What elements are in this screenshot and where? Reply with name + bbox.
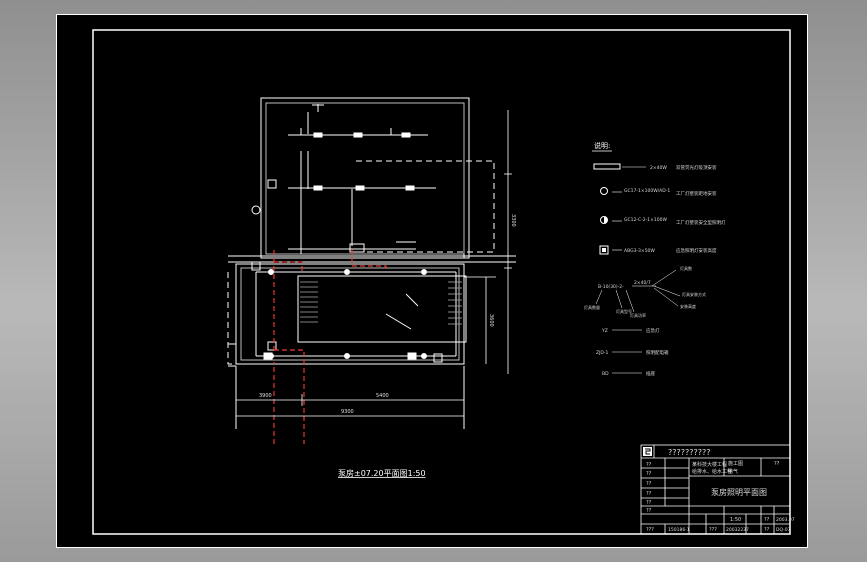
legend-desc-1: 双管荧光灯吸顶安装 [676, 164, 717, 171]
tb-bottom-5: ?? [764, 527, 770, 533]
legend-code-3: GC12-C-2-1×100W [624, 217, 667, 223]
svg-text:灯具型号: 灯具型号 [616, 308, 632, 314]
tb-project: 某科技大楼工程 [692, 461, 727, 468]
abbrev-code-3: BD [602, 371, 609, 377]
tb-left-row-1: ?? [646, 471, 652, 477]
dim-total: 9300 [341, 409, 354, 415]
dim-v1: 3300 [510, 214, 516, 227]
legend-code-4: ABG3-3×50W [624, 248, 655, 254]
svg-text:灯具数量: 灯具数量 [584, 304, 600, 310]
tb-sheet-no: DQ-07 [776, 527, 791, 533]
legend-heading: 说明: [594, 141, 610, 150]
svg-text:灯具功率: 灯具功率 [630, 312, 646, 318]
drawing-sheet: 3900 5400 9300 3300 3600 泵房±07.20平面图1:50… [56, 14, 808, 548]
title-block [640, 444, 791, 535]
svg-text:灯具数: 灯具数 [680, 265, 692, 271]
tb-stage: 施工图 [728, 460, 743, 467]
inner-frame [92, 29, 791, 535]
tb-scale: 1:50 [730, 517, 741, 523]
outer-frame [56, 14, 808, 548]
abbrev-desc-1: 应急灯 [646, 327, 660, 334]
tb-left-row-5: ?? [646, 508, 652, 514]
dim-d2: 5400 [376, 393, 389, 399]
tb-left-row-3: ?? [646, 491, 652, 497]
plan-title: 泵房±07.20平面图1:50 [338, 468, 426, 478]
label-note: B-10(30)-2- 2×40/7 灯具数量 灯具型号 灯具功率 灯具数 灯具… [584, 265, 706, 318]
legend-desc-3: 工厂灯壁装安全型照明灯 [676, 219, 726, 226]
legend: 说明: 2×40W 双管荧光灯吸顶安装 GC17-1×100W/AD-1 工厂灯… [584, 141, 726, 377]
cad-viewport[interactable]: 3900 5400 9300 3300 3600 泵房±07.20平面图1:50… [56, 14, 808, 548]
pump-room-plan [227, 97, 516, 429]
legend-desc-4: 应急照明灯安装高度 [676, 247, 717, 254]
tb-discipline: 电气 [728, 468, 738, 475]
tb-bottom-1: ??? [646, 527, 654, 533]
svg-text:灯具安装方式: 灯具安装方式 [682, 291, 706, 297]
tb-project-2: 给排水、给水工程 [692, 468, 732, 475]
svg-text:B-10(30)-2-: B-10(30)-2- [598, 284, 624, 290]
tb-mark: ?? [646, 462, 652, 468]
dim-v2: 3600 [488, 314, 494, 327]
abbrev-code-1: YZ [601, 328, 608, 334]
tb-left-row-4: ?? [646, 500, 652, 506]
legend-code-1: 2×40W [650, 165, 667, 171]
tb-date: 2003.07 [776, 517, 795, 523]
legend-desc-2: 工厂灯壁装距地安装 [676, 190, 717, 197]
dim-d1: 3900 [259, 393, 272, 399]
tb-bottom-4: 20032237 [726, 527, 749, 533]
abbrev-code-2: ZJD-1 [596, 350, 608, 356]
tb-drawing-name: 泵房照明平面图 [711, 487, 767, 497]
tb-header: ?????????? [668, 448, 710, 457]
legend-code-2: GC17-1×100W/AD-1 [624, 188, 670, 194]
tb-bottom-3: ??? [709, 527, 717, 533]
abbrev-desc-2: 照明配电箱 [646, 349, 669, 356]
title-block-logo [643, 447, 652, 456]
svg-text:2×40/7: 2×40/7 [634, 280, 651, 286]
dimension-lines [236, 110, 512, 417]
svg-text:安装高度: 安装高度 [680, 303, 696, 309]
abbrev-desc-3: 插座 [646, 370, 655, 377]
tb-date-label: ?? [764, 517, 770, 523]
tb-stage-val: ?? [774, 461, 780, 467]
tb-bottom-2: 150186-1 [668, 527, 690, 533]
red-circuit-lines [273, 250, 387, 444]
tb-left-row-2: ?? [646, 481, 652, 487]
